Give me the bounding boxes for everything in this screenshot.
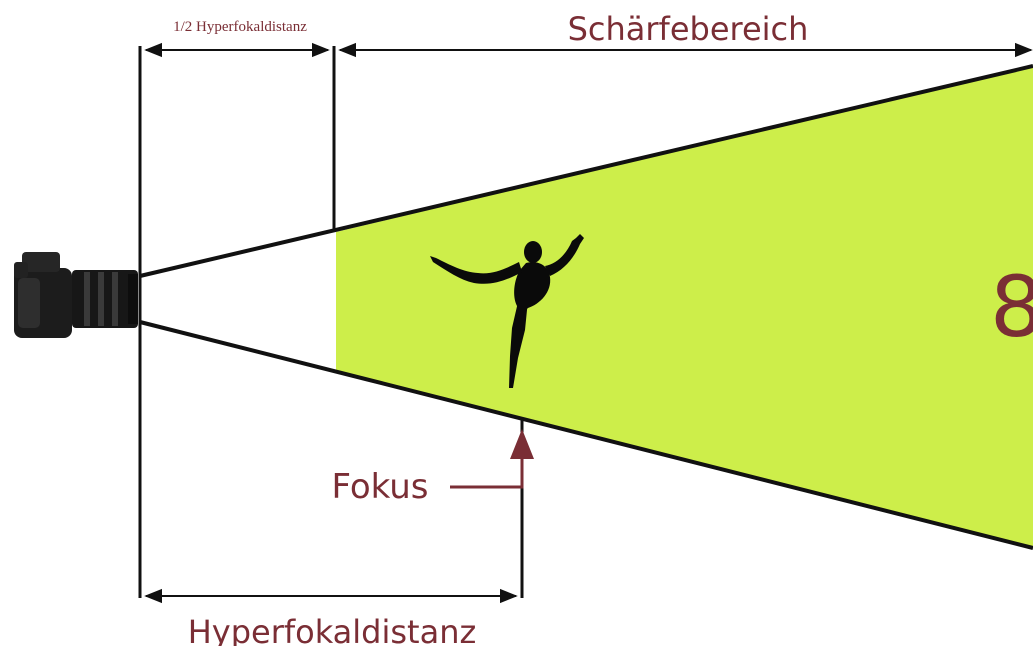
depth-of-field-label: Schärfebereich bbox=[568, 10, 809, 48]
view-cone-upper-line bbox=[139, 64, 1033, 278]
hyperfocal-label: Hyperfokaldistanz bbox=[188, 613, 477, 646]
focus-label: Fokus bbox=[331, 467, 428, 507]
dancer-silhouette-icon bbox=[430, 234, 584, 388]
infinity-symbol: 8 bbox=[990, 258, 1033, 356]
half-hyperfocal-label: 1/2 Hyperfokaldistanz bbox=[173, 19, 307, 35]
dslr-camera-icon bbox=[14, 252, 138, 338]
sharp-zone bbox=[336, 66, 1033, 548]
focus-pointer-arrow bbox=[450, 429, 534, 489]
view-cone-lower-line bbox=[139, 320, 1033, 550]
